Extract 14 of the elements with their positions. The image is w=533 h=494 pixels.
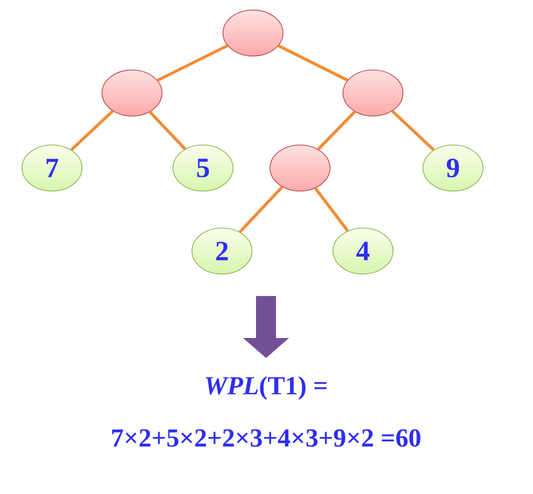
tree-edge [391,110,435,151]
internal-ellipse [270,144,330,192]
tree-edge [317,110,356,150]
formula-text: 7×2+5×2+2×3+4×3+9×2 =60 [112,429,420,447]
internal-ellipse [102,70,162,116]
tree-edge [70,110,114,151]
tree-edge [278,44,348,82]
tree-edge [148,110,186,150]
internal-ellipse [222,10,284,56]
internal-ellipse [342,70,404,116]
tree-edge [238,186,284,234]
tree-edge [156,44,228,82]
formula-text: WPL(T1) = [206,376,326,400]
tree-edge [314,187,349,232]
